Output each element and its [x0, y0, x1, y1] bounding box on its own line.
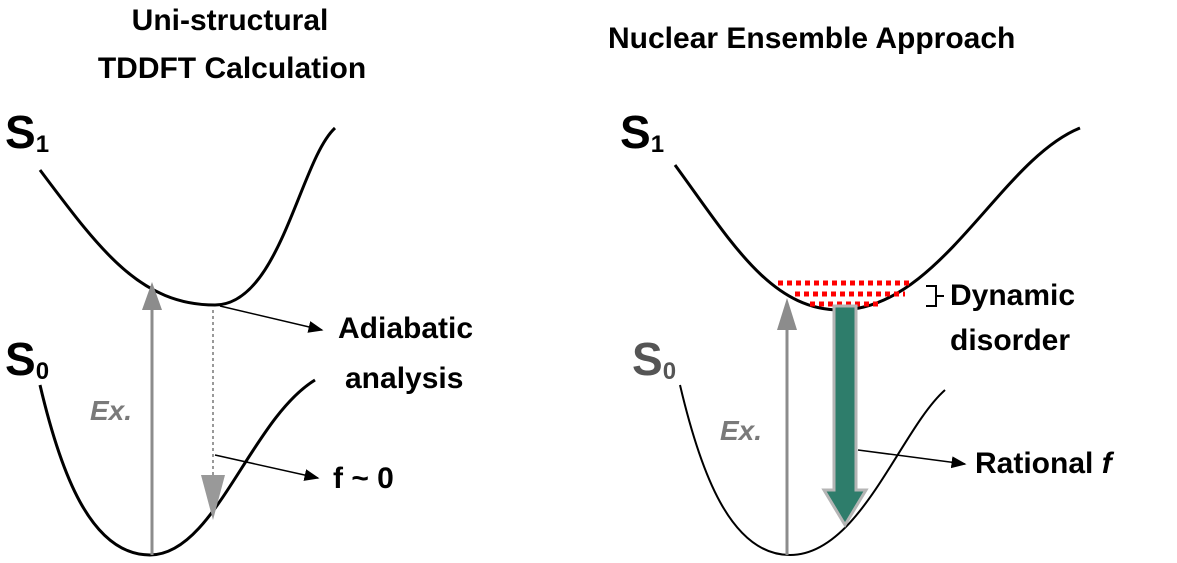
adiabatic-pointer: [219, 305, 324, 333]
dynamic-disorder-dotted-lines: [778, 280, 912, 307]
left-s1-label: S1: [5, 106, 49, 158]
right-ex-label: Ex.: [720, 415, 762, 446]
right-s0-label: S0: [632, 333, 676, 385]
left-dotted-arrowhead: [201, 475, 225, 520]
left-ex-label: Ex.: [90, 395, 132, 426]
f-zero-label: f ~ 0: [333, 462, 394, 495]
left-s0-curve: [38, 378, 316, 557]
emission-green-arrow: [821, 304, 869, 528]
rational-f-label: Rational f: [975, 447, 1115, 480]
dynamic-line1: Dynamic: [950, 279, 1075, 312]
dynamic-line2: disorder: [950, 324, 1070, 357]
right-s0-curve: [679, 384, 946, 557]
left-title-line1: Uni-structural: [132, 4, 329, 37]
rational-pointer: [857, 449, 967, 469]
left-s0-label: S0: [5, 333, 49, 385]
f-pointer: [214, 454, 320, 481]
left-title-line2: TDDFT Calculation: [98, 52, 366, 85]
disorder-bracket: [926, 285, 944, 307]
right-excitation-arrowhead: [777, 298, 797, 330]
right-title: Nuclear Ensemble Approach: [608, 22, 1015, 55]
adiabatic-line1: Adiabatic: [338, 312, 473, 345]
right-s1-label: S1: [620, 106, 664, 158]
adiabatic-line2: analysis: [345, 362, 463, 395]
left-excitation-arrowhead: [142, 282, 162, 310]
left-panel: Uni-structural TDDFT Calculation S1 S0 E…: [5, 4, 473, 557]
right-panel: Nuclear Ensemble Approach S1 S0 Ex. Dyna…: [608, 22, 1115, 557]
left-s1-curve: [38, 126, 337, 307]
